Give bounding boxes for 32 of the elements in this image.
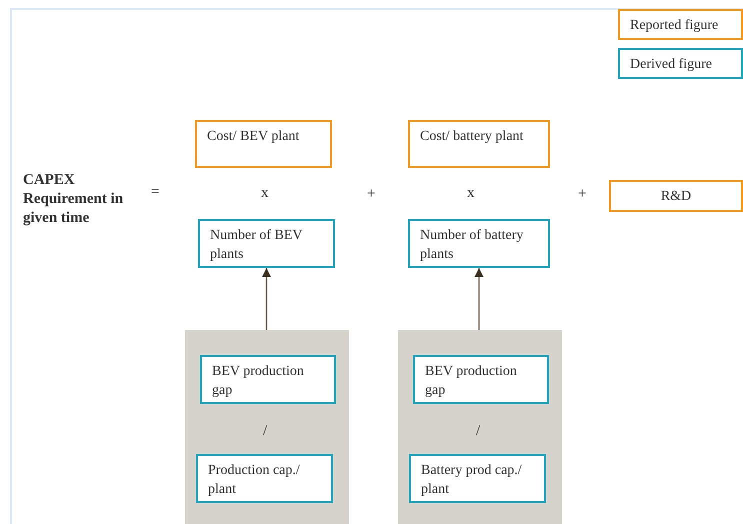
legend-text: Reported figure (630, 18, 718, 33)
operator-symbol: x (261, 185, 268, 202)
box-text: R&D (660, 189, 692, 204)
box-text: Cost/ BEV plant (207, 129, 300, 144)
box-text: Number of battery plants (420, 228, 524, 262)
derived-figure-box (408, 219, 550, 268)
formula-label: CAPEX Requirement in given time (23, 171, 124, 228)
group-panel (398, 330, 562, 524)
box-text: Production cap./ plant (208, 463, 300, 497)
derived-figure-box (409, 454, 546, 503)
arrow (474, 268, 484, 330)
box-text: BEV production gap (212, 364, 304, 398)
operator-symbol: x (467, 185, 474, 202)
operator-symbol: + (367, 186, 376, 203)
group-panel (185, 330, 349, 524)
derived-figure-box (413, 355, 549, 404)
operator-symbol: / (476, 423, 480, 440)
box-text: Cost/ battery plant (420, 129, 524, 144)
legend-text: Derived figure (630, 57, 712, 72)
operator-symbol: / (263, 423, 268, 440)
arrow (262, 268, 272, 330)
reported-figure-box (195, 120, 332, 168)
reported-figure-box (408, 120, 550, 168)
box-text: Number of BEV plants (210, 228, 302, 262)
reported-figure-box (609, 180, 743, 212)
operator-symbol: = (151, 184, 160, 201)
derived-figure-box (200, 355, 336, 404)
box-text: Battery prod cap./ plant (421, 463, 522, 497)
box-text: BEV production gap (425, 364, 517, 398)
derived-figure-box (198, 219, 335, 268)
derived-figure-box (196, 454, 333, 503)
operator-symbol: + (578, 186, 586, 203)
